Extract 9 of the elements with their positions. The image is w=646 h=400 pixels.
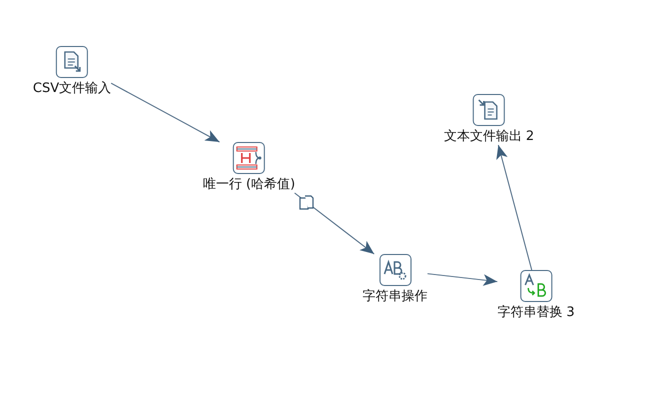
step-label: 字符串操作 [362, 289, 428, 305]
step-label: 字符串替换 3 [497, 305, 575, 321]
arrow [427, 273, 498, 286]
step-label: 唯一行 (哈希值) [202, 177, 296, 193]
step-label: CSV文件输入 [32, 81, 112, 97]
step-label: 文本文件输出 2 [444, 129, 534, 145]
arrow [294, 192, 375, 254]
arrow [496, 144, 532, 270]
arrow [110, 82, 220, 142]
